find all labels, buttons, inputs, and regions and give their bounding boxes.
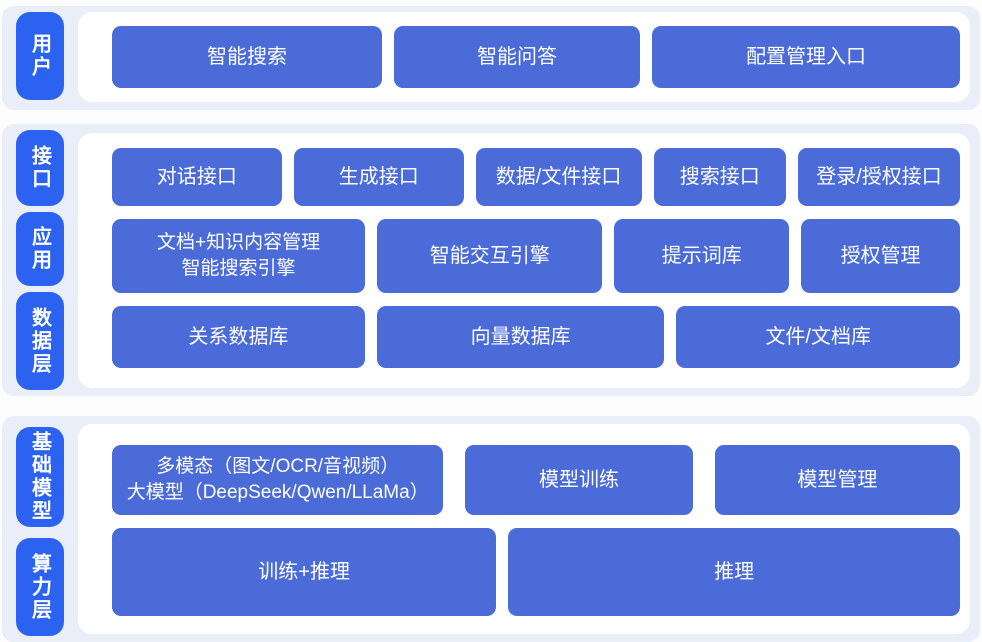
layer-pill-application: 应用	[16, 212, 64, 286]
block-relational-db: 关系数据库	[112, 306, 365, 368]
interface-app-data-panel: 对话接口 生成接口 数据/文件接口 搜索接口 登录/授权接口 文档+知识内容管理…	[78, 133, 970, 388]
block-doc-knowledge-search-engine: 文档+知识内容管理 智能搜索引擎	[112, 219, 366, 293]
interface-row: 对话接口 生成接口 数据/文件接口 搜索接口 登录/授权接口	[112, 148, 960, 206]
block-model-training: 模型训练	[465, 445, 693, 515]
layer-pill-interface: 接口	[16, 130, 64, 206]
block-interaction-engine: 智能交互引擎	[377, 219, 603, 293]
section-model-compute: 基础模型 算力层 多模态（图文/OCR/音视频） 大模型（DeepSeek/Qw…	[2, 416, 980, 642]
user-layer-row: 智能搜索 智能问答 配置管理入口	[112, 26, 960, 88]
block-search-api: 搜索接口	[653, 148, 787, 206]
block-prompt-library: 提示词库	[614, 219, 790, 293]
layer-pill-user: 用户	[16, 12, 64, 100]
block-model-management: 模型管理	[714, 445, 960, 515]
block-file-doc-store: 文件/文档库	[676, 306, 961, 368]
block-inference: 推理	[508, 528, 960, 616]
layer-pill-compute: 算力层	[16, 538, 64, 636]
block-config-admin-entry: 配置管理入口	[652, 26, 960, 88]
block-training-inference: 训练+推理	[112, 528, 497, 616]
data-layer-row: 关系数据库 向量数据库 文件/文档库	[112, 306, 961, 368]
block-dialog-api: 对话接口	[112, 148, 282, 206]
foundation-model-row: 多模态（图文/OCR/音视频） 大模型（DeepSeek/Qwen/LLaMa）…	[112, 445, 960, 515]
block-login-auth-api: 登录/授权接口	[798, 148, 960, 206]
block-generation-api: 生成接口	[293, 148, 464, 206]
section-user-layer: 用户 智能搜索 智能问答 配置管理入口	[2, 6, 980, 110]
section-interface-app-data: 接口 应用 数据层 对话接口 生成接口 数据/文件接口 搜索接口 登录/授权接口…	[2, 124, 980, 396]
block-auth-management: 授权管理	[801, 219, 960, 293]
block-vector-db: 向量数据库	[376, 306, 665, 368]
block-multimodal-llm: 多模态（图文/OCR/音视频） 大模型（DeepSeek/Qwen/LLaMa）	[112, 445, 444, 515]
layer-pill-data: 数据层	[16, 292, 64, 390]
user-layer-panel: 智能搜索 智能问答 配置管理入口	[78, 12, 970, 102]
block-intelligent-qa: 智能问答	[394, 26, 641, 88]
block-data-file-api: 数据/文件接口	[475, 148, 642, 206]
compute-layer-row: 训练+推理 推理	[112, 528, 960, 616]
block-intelligent-search: 智能搜索	[112, 26, 383, 88]
model-compute-panel: 多模态（图文/OCR/音视频） 大模型（DeepSeek/Qwen/LLaMa）…	[78, 424, 970, 634]
application-row: 文档+知识内容管理 智能搜索引擎 智能交互引擎 提示词库 授权管理	[112, 219, 960, 293]
layer-pill-foundation-model: 基础模型	[16, 427, 64, 527]
